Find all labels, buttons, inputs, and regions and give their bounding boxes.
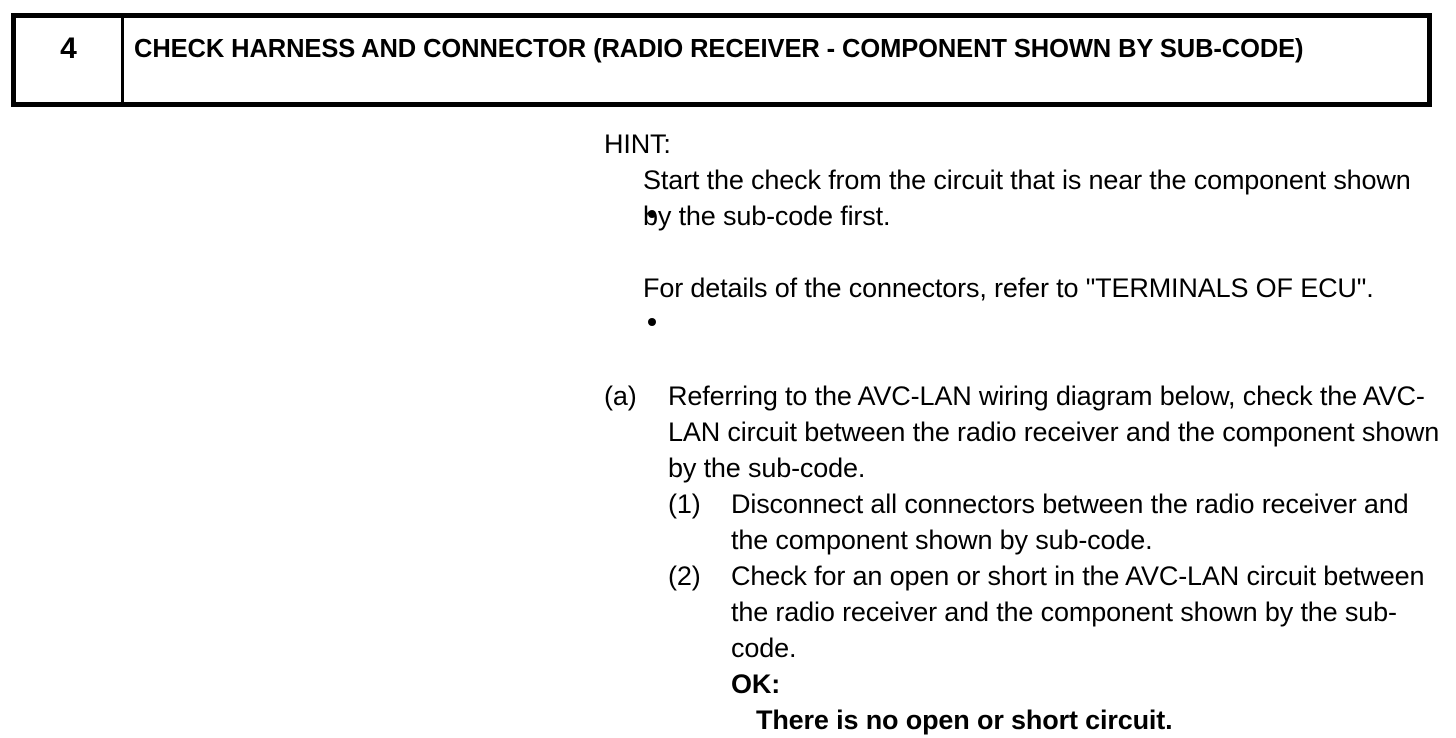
step-title: CHECK HARNESS AND CONNECTOR (RADIO RECEI…: [134, 35, 1304, 63]
procedure-substep-marker: (1): [668, 489, 701, 519]
procedure-step: (a) Referring to the AVC-LAN wiring diag…: [604, 378, 1444, 486]
bullet-icon: [604, 162, 657, 270]
procedure-substep: (2) Check for an open or short in the AV…: [668, 558, 1444, 666]
procedure-step-text: Referring to the AVC-LAN wiring diagram …: [668, 381, 1440, 483]
result-value: There is no open or short circuit.: [756, 705, 1173, 735]
result-label-row: OK:: [731, 666, 1444, 702]
step-title-cell: CHECK HARNESS AND CONNECTOR (RADIO RECEI…: [124, 18, 1427, 102]
procedure-substep-text: Check for an open or short in the AVC-LA…: [731, 561, 1425, 663]
step-number-cell: 4: [16, 18, 124, 102]
hint-heading-row: HINT:: [604, 126, 1444, 162]
instruction-block: HINT: Start the check from the circuit t…: [604, 126, 1444, 738]
bullet-dot-icon: [648, 317, 657, 326]
bullet-dot-icon: [648, 209, 657, 218]
step-header-box: 4 CHECK HARNESS AND CONNECTOR (RADIO REC…: [11, 13, 1432, 107]
procedure-step-marker: (a): [604, 381, 637, 411]
hint-item-text: Start the check from the circuit that is…: [643, 165, 1411, 231]
step-number: 4: [60, 32, 77, 65]
result-value-row: There is no open or short circuit.: [756, 702, 1444, 738]
procedure-substep-marker: (2): [668, 561, 701, 591]
procedure-substep-text: Disconnect all connectors between the ra…: [731, 489, 1409, 555]
bullet-icon: [604, 270, 657, 378]
hint-item-text: For details of the connectors, refer to …: [643, 273, 1374, 303]
procedure-substep: (1) Disconnect all connectors between th…: [668, 486, 1444, 558]
hint-heading: HINT:: [604, 129, 671, 159]
hint-item: For details of the connectors, refer to …: [604, 270, 1444, 378]
hint-item: Start the check from the circuit that is…: [604, 162, 1444, 270]
result-label: OK:: [731, 669, 781, 699]
